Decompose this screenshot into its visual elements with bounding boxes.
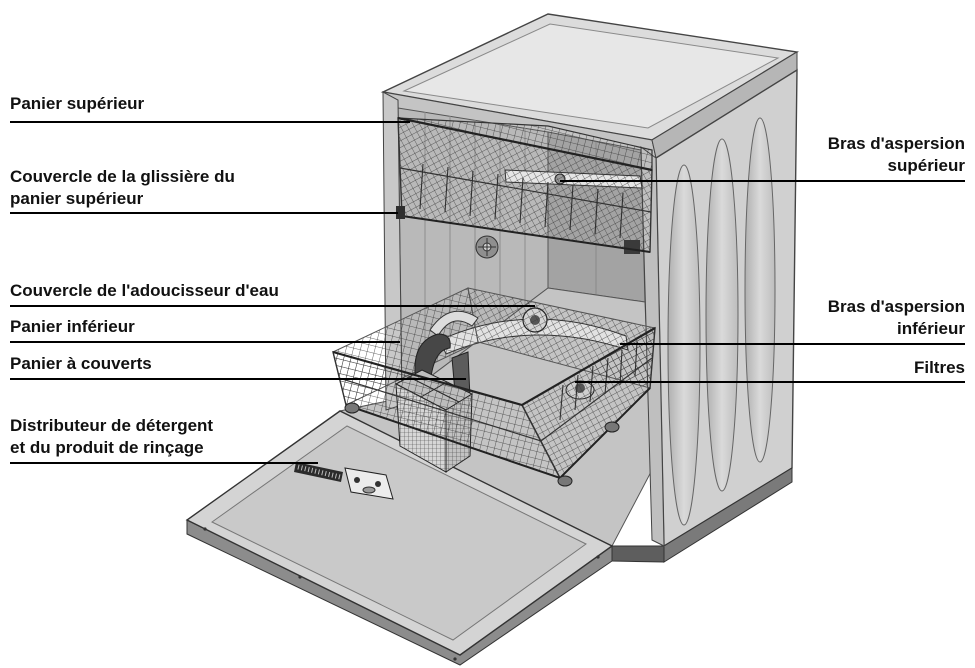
upper-basket-rim — [397, 116, 653, 172]
leader-lines — [10, 121, 965, 464]
worktop-inner-surface — [402, 23, 780, 129]
side-panel-recess — [705, 138, 739, 492]
wall-vent — [475, 235, 499, 259]
lower-basket-wheel — [344, 402, 360, 414]
tine — [444, 166, 449, 213]
lower-basket-wheel — [557, 475, 573, 487]
door-rivet — [298, 575, 302, 579]
door-rivet — [596, 555, 600, 559]
upper-basket-slide-cover — [396, 206, 405, 219]
door-inner-recess — [211, 425, 587, 641]
upper-basket-bottom-rail — [401, 215, 651, 253]
tine — [469, 170, 474, 217]
door-rivet — [453, 657, 457, 661]
label-text: inférieur — [896, 319, 965, 338]
label-panier-couverts: Panier à couverts — [10, 353, 152, 375]
door — [185, 410, 614, 666]
label-text: Panier inférieur — [10, 317, 135, 336]
dispenser-grille-slots — [297, 464, 341, 480]
label-bras-inferieur: Bras d'aspersion inférieur — [828, 296, 965, 340]
side-panel — [611, 68, 798, 563]
label-panier-superieur: Panier supérieur — [10, 93, 144, 115]
label-adoucisseur: Couvercle de l'adoucisseur d'eau — [10, 280, 279, 302]
dispenser-button — [354, 477, 360, 483]
label-text: supérieur — [887, 156, 965, 175]
tine — [569, 184, 574, 231]
label-text: Couvercle de l'adoucisseur d'eau — [10, 281, 279, 300]
tine — [594, 188, 599, 235]
lower-basket-front — [332, 326, 656, 487]
tine — [619, 192, 624, 239]
tine — [544, 181, 549, 228]
lower-basket-rim — [332, 327, 656, 407]
lower-basket-mid-rail — [338, 357, 653, 442]
label-couvercle-glissiere: Couvercle de la glissière du panier supé… — [10, 166, 235, 210]
label-text: Panier à couverts — [10, 354, 152, 373]
tine — [494, 173, 499, 220]
upper-basket-tines — [419, 163, 624, 239]
label-text: Bras d'aspersion — [827, 134, 965, 153]
dispenser-rinse-aid-cap — [362, 486, 376, 494]
label-text: panier supérieur — [10, 189, 144, 208]
label-text: Panier supérieur — [10, 94, 145, 113]
lower-basket-wheel — [604, 421, 620, 433]
label-text: Couvercle de la glissière du — [10, 167, 235, 186]
dispenser-button — [375, 481, 381, 487]
label-text: Bras d'aspersion — [827, 297, 965, 316]
dispenser-cover — [344, 467, 394, 500]
label-bras-superieur: Bras d'aspersion supérieur — [828, 133, 965, 177]
upper-basket-mid-rail — [399, 167, 652, 213]
front-kick-plate — [611, 545, 665, 563]
lower-basket-handle — [429, 310, 479, 337]
tine — [519, 177, 524, 224]
label-text: et du produit de rinçage — [10, 438, 204, 457]
label-text: Filtres — [913, 358, 965, 377]
detergent-dispenser — [294, 462, 394, 500]
tine — [419, 163, 424, 210]
upper-basket — [396, 116, 653, 253]
side-panel-recess — [744, 117, 776, 463]
label-filtres: Filtres — [914, 357, 965, 379]
label-distributeur: Distributeur de détergent et du produit … — [10, 415, 213, 459]
label-text: Distributeur de détergent — [10, 416, 214, 435]
door-rivet — [203, 527, 207, 531]
label-panier-inferieur: Panier inférieur — [10, 316, 135, 338]
